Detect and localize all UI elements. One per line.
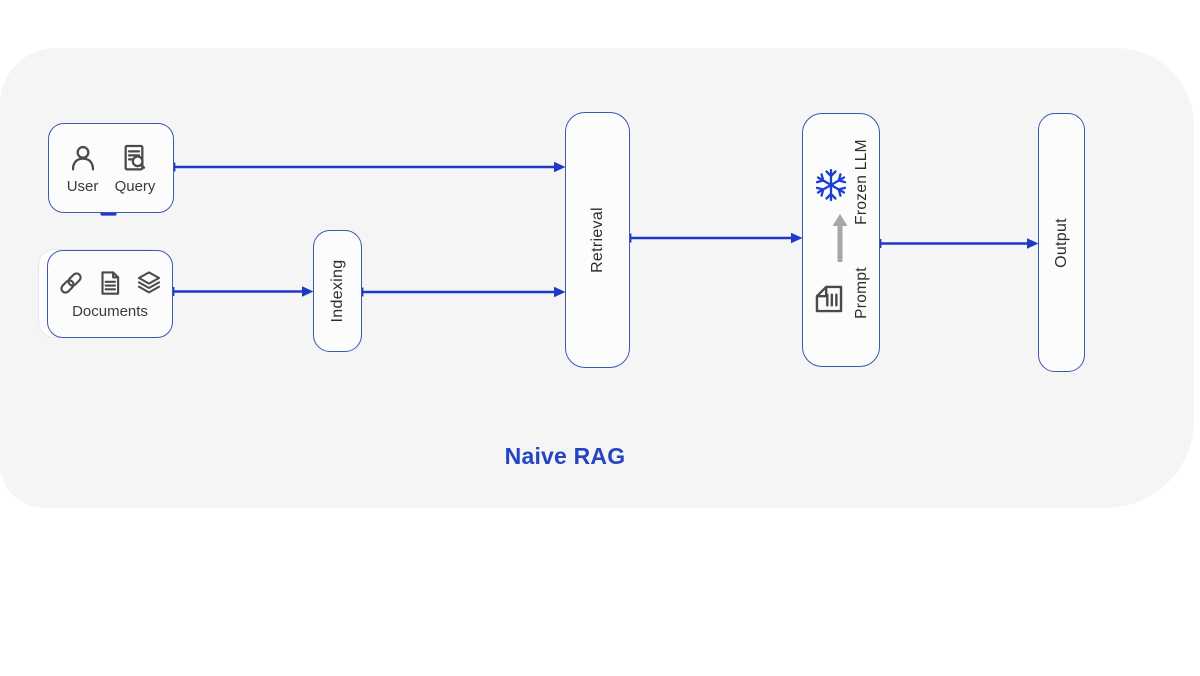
retrieval-node: Retrieval — [565, 112, 630, 368]
output-node: Output — [1038, 113, 1085, 372]
prompt-document-icon — [812, 282, 846, 316]
user-item: User — [67, 141, 99, 195]
prompt-label: Prompt — [853, 267, 870, 319]
user-query-node: User Query — [48, 123, 174, 213]
link-icon — [60, 272, 82, 294]
frozen-llm-label: Frozen LLM — [853, 139, 870, 225]
diagram-title: Naive RAG — [504, 443, 626, 469]
documents-node: Documents — [47, 250, 173, 338]
up-arrow-icon — [831, 212, 849, 264]
documents-label: Documents — [72, 303, 148, 320]
document-icon — [101, 271, 120, 295]
user-label: User — [66, 178, 99, 195]
frozen-llm-node: Frozen LLM Prompt — [802, 113, 880, 367]
snowflake-icon — [813, 167, 849, 203]
documents-icons-row — [56, 268, 164, 298]
query-icon — [124, 144, 146, 171]
indexing-label: Indexing — [328, 259, 346, 323]
query-item: Query — [114, 141, 156, 195]
output-label: Output — [1052, 217, 1070, 268]
user-icon — [71, 145, 94, 171]
layers-icon — [137, 271, 161, 294]
retrieval-label: Retrieval — [588, 207, 606, 273]
query-label: Query — [114, 178, 156, 195]
indexing-node: Indexing — [313, 230, 362, 352]
